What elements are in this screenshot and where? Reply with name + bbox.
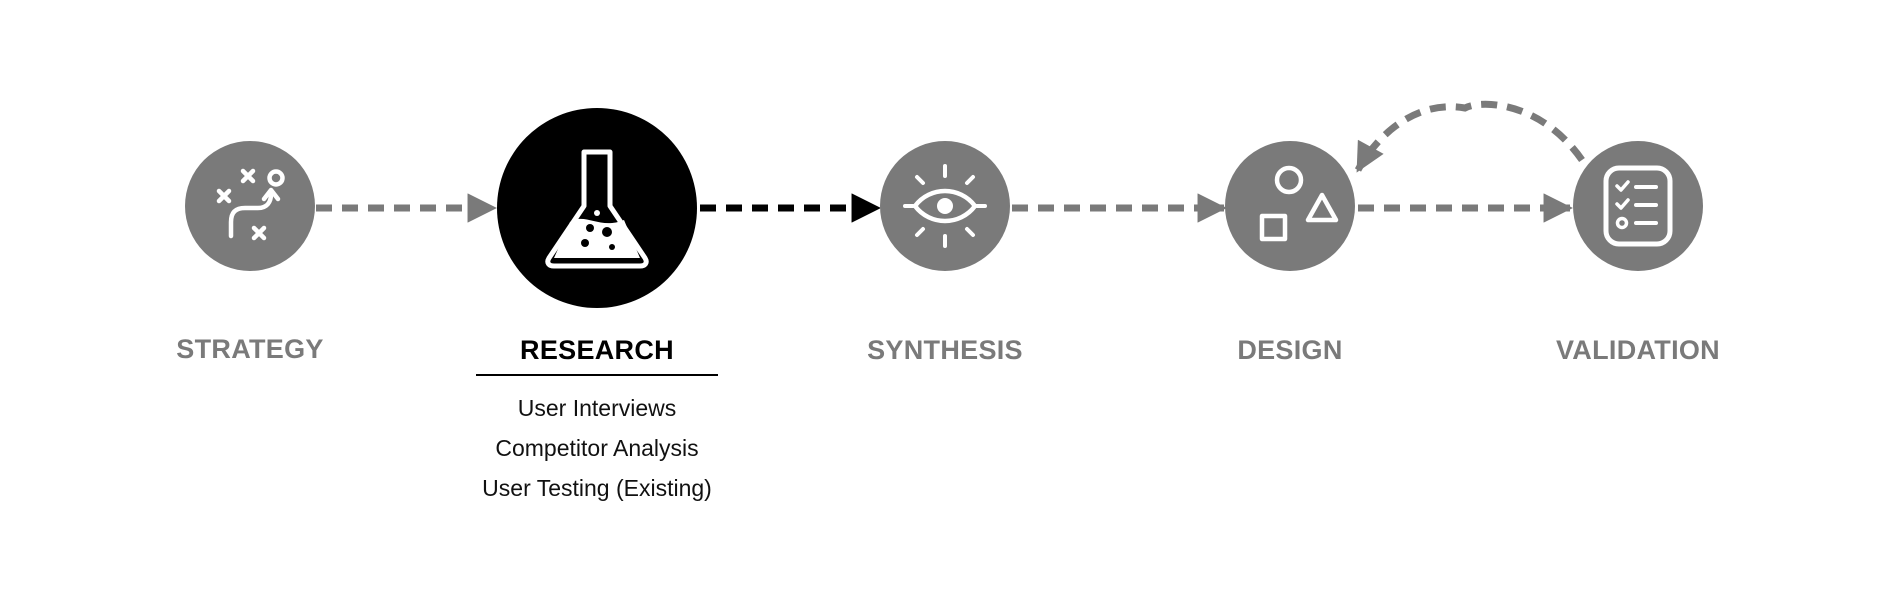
list-item: User Interviews	[517, 395, 677, 421]
strategy-play-icon	[216, 168, 285, 241]
stage-node-research	[497, 108, 697, 308]
stage-label-synthesis: SYNTHESIS	[867, 335, 1023, 365]
stage-node-validation	[1573, 141, 1703, 271]
shapes-icon	[1259, 165, 1339, 242]
stage-label-validation: VALIDATION	[1556, 335, 1720, 365]
research-item-list: User Interviews Competitor Analysis User…	[437, 388, 757, 508]
flask-icon	[545, 149, 649, 269]
stage-node-strategy	[185, 141, 315, 271]
stage-node-design	[1225, 141, 1355, 271]
stage-label-strategy: STRATEGY	[176, 334, 324, 364]
stage-label-design: DESIGN	[1237, 335, 1343, 365]
list-item: User Testing (Existing)	[482, 475, 712, 501]
eye-icon	[903, 164, 987, 248]
stage-label-research: RESEARCH	[520, 335, 674, 365]
connector-validation-design-loop	[1354, 100, 1585, 173]
stage-node-synthesis	[880, 141, 1010, 271]
checklist-icon	[1603, 165, 1673, 247]
research-underline	[476, 374, 718, 376]
list-item: Competitor Analysis	[495, 435, 699, 461]
